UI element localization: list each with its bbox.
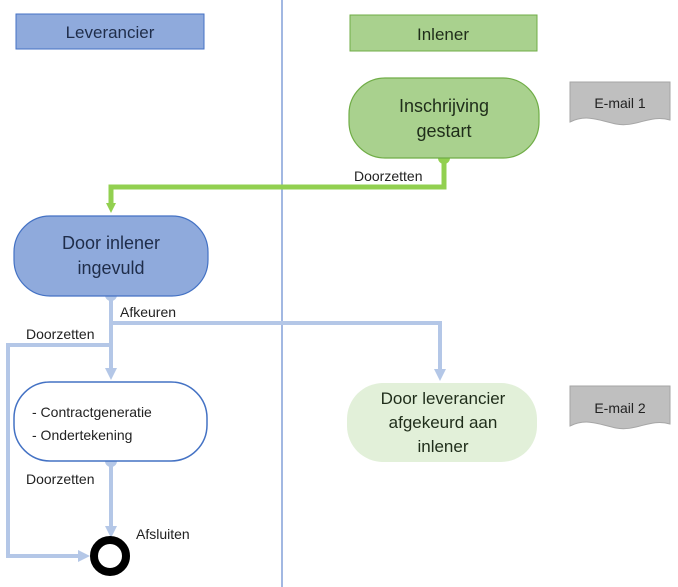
node-afgekeurd: Door leverancier afgekeurd aan inlener <box>347 383 537 462</box>
edge-label-afsluiten: Afsluiten <box>136 526 190 542</box>
node-contract-line2: - Ondertekening <box>32 427 132 443</box>
edge-label-doorzetten-2: Doorzetten <box>26 326 94 342</box>
node-door-inlener-ingevuld: Door inlener ingevuld <box>13 215 209 297</box>
lane-label-leverancier: Leverancier <box>66 23 155 42</box>
edge-label-doorzetten-1: Doorzetten <box>354 168 422 184</box>
lane-header-inlener: Inlener <box>349 14 538 52</box>
node-afgekeurd-line2: afgekeurd aan <box>389 413 498 432</box>
document-email-2: E-mail 2 <box>569 385 671 430</box>
document-email-2-label: E-mail 2 <box>594 400 646 416</box>
lane-header-leverancier: Leverancier <box>15 13 205 50</box>
node-contract-line1: - Contractgeneratie <box>32 404 152 420</box>
node-door-inlener-line1: Door inlener <box>62 233 160 253</box>
edge-afkeuren <box>109 295 446 381</box>
edge-doorzetten-bypass <box>6 343 111 562</box>
lane-label-inlener: Inlener <box>417 25 469 44</box>
node-afgekeurd-line1: Door leverancier <box>381 389 506 408</box>
edge-doorzetten-green <box>106 158 447 213</box>
node-afgekeurd-line3: inlener <box>417 437 468 456</box>
edge-label-afkeuren: Afkeuren <box>120 304 176 320</box>
edge-label-doorzetten-3: Doorzetten <box>26 471 94 487</box>
node-inschrijving-line1: Inschrijving <box>399 96 489 116</box>
document-email-1: E-mail 1 <box>569 81 671 126</box>
node-inschrijving-gestart: Inschrijving gestart <box>348 77 540 159</box>
node-door-inlener-line2: ingevuld <box>77 258 144 278</box>
end-node <box>90 536 130 576</box>
node-inschrijving-line2: gestart <box>416 121 471 141</box>
node-contract: - Contractgeneratie - Ondertekening <box>13 381 208 462</box>
document-email-1-label: E-mail 1 <box>594 95 646 111</box>
